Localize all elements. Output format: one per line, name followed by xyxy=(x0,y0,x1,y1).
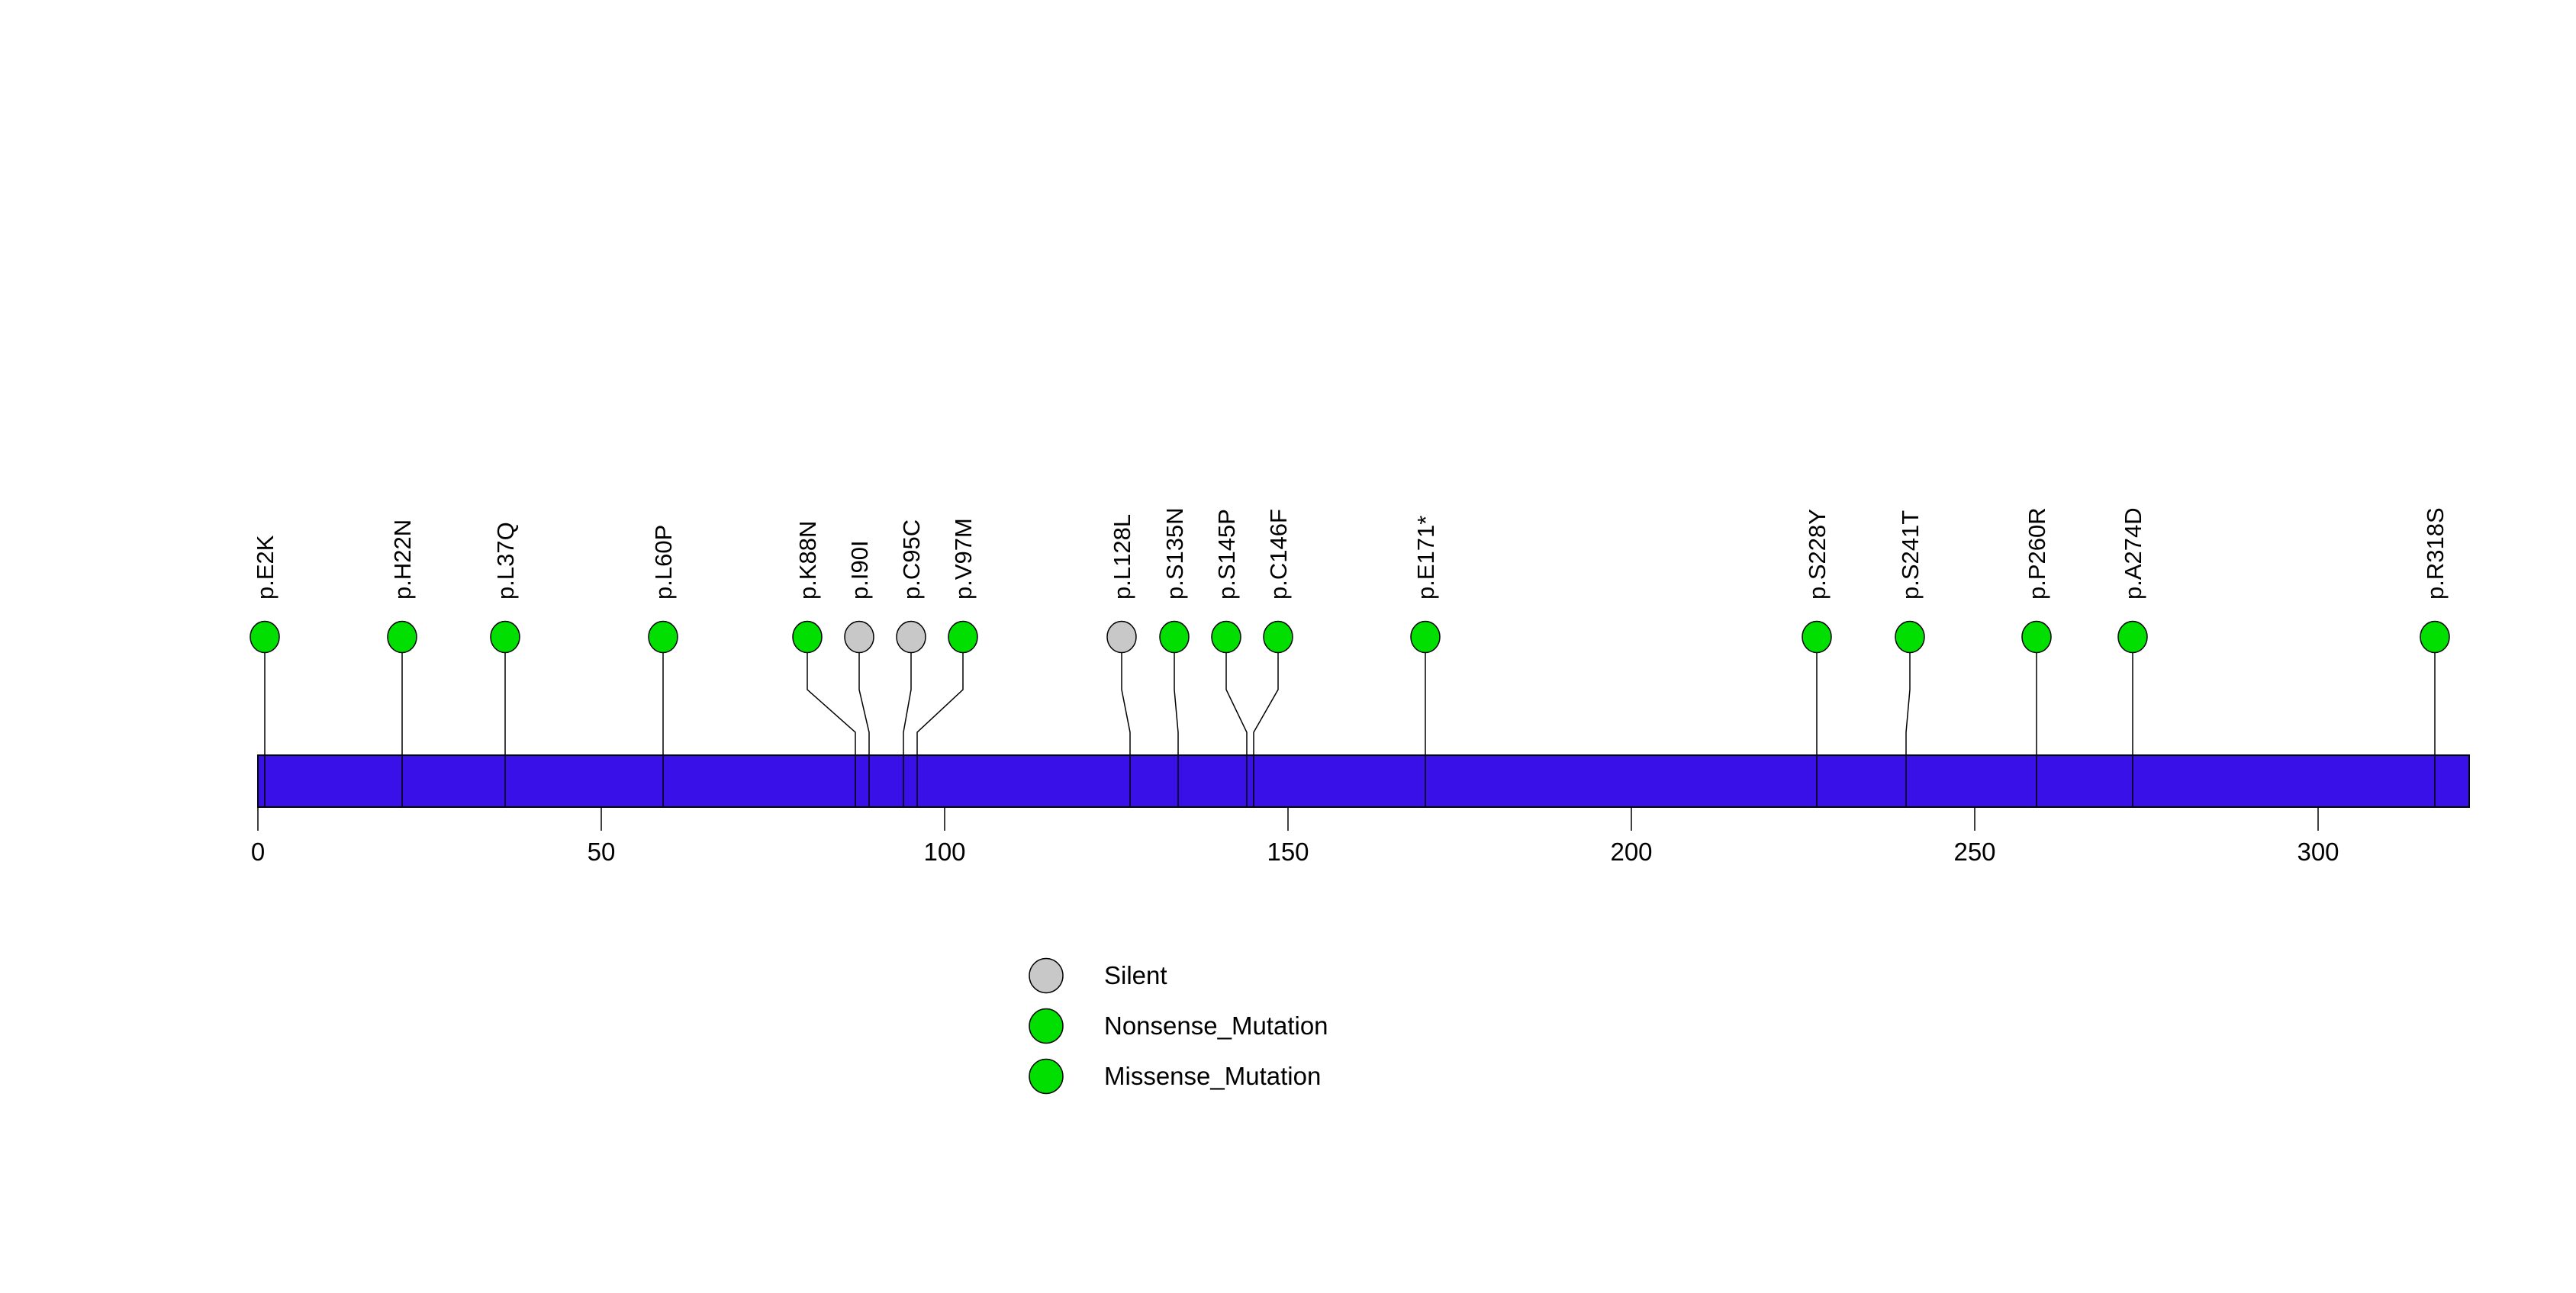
mutation-label: p.K88N xyxy=(794,521,821,600)
mutation-label: p.L128L xyxy=(1109,514,1135,600)
axis-tick-label: 0 xyxy=(251,838,265,866)
lollipop-circle xyxy=(1106,620,1137,654)
lollipop-circle xyxy=(1159,620,1190,654)
mutation-label: p.S145P xyxy=(1213,509,1240,600)
lollipop-circle xyxy=(792,620,823,654)
mutation-label: p.H22N xyxy=(389,519,416,600)
lollipop-circle xyxy=(2117,620,2148,654)
mutation-label: p.L60P xyxy=(650,525,677,600)
lollipop-circle xyxy=(648,620,678,654)
legend-swatch xyxy=(1029,1058,1064,1095)
legend-swatch xyxy=(1029,957,1064,994)
mutation-label: p.V97M xyxy=(950,518,977,600)
lollipop-circle xyxy=(250,620,280,654)
mutation-label: p.C95C xyxy=(898,519,925,600)
mutation-label: p.I90I xyxy=(846,540,873,600)
lollipop-stem xyxy=(1225,652,1248,806)
lollipop-circle xyxy=(1802,620,1832,654)
lollipop-stem xyxy=(903,652,912,806)
legend-label: Silent xyxy=(1104,961,1167,989)
lollipop-circle xyxy=(1211,620,1241,654)
lollipop-circle xyxy=(387,620,417,654)
legend-swatch xyxy=(1029,1008,1064,1044)
mutation-label: p.S228Y xyxy=(1804,509,1831,600)
axis-tick-label: 250 xyxy=(1953,838,1995,866)
lollipop-circle xyxy=(2021,620,2052,654)
axis-tick-label: 150 xyxy=(1267,838,1309,866)
mutation-label: p.P260R xyxy=(2024,507,2050,600)
lollipop-circle xyxy=(948,620,978,654)
mutation-label: p.S241T xyxy=(1897,510,1924,600)
lollipop-circle xyxy=(490,620,520,654)
lollipop-stem xyxy=(916,652,964,806)
mutation-label: p.L37Q xyxy=(492,522,519,600)
lollipop-circle xyxy=(896,620,926,654)
lollipop-stem xyxy=(858,652,870,806)
lollipop-stem xyxy=(1905,652,1911,806)
mutation-label: p.S135N xyxy=(1161,507,1188,600)
lollipop-circle xyxy=(1263,620,1293,654)
lollipop-stem xyxy=(1253,652,1279,806)
mutation-label: p.E171* xyxy=(1412,516,1439,600)
lollipop-circle xyxy=(844,620,874,654)
axis-tick-label: 100 xyxy=(923,838,965,866)
legend-label: Missense_Mutation xyxy=(1104,1062,1321,1090)
mutation-label: p.R318S xyxy=(2422,507,2449,600)
mutation-label: p.A274D xyxy=(2120,507,2146,600)
lollipop-circle xyxy=(1410,620,1441,654)
mutation-label: p.C146F xyxy=(1265,509,1292,600)
axis-tick-label: 50 xyxy=(588,838,616,866)
lollipop-stem xyxy=(1174,652,1179,806)
mutation-label: p.E2K xyxy=(252,535,279,600)
lollipop-circle xyxy=(2420,620,2450,654)
lollipop-stem xyxy=(1121,652,1131,806)
lollipop-stem xyxy=(807,652,856,806)
protein-bar xyxy=(257,754,2470,808)
legend-label: Nonsense_Mutation xyxy=(1104,1012,1328,1040)
axis-tick-label: 300 xyxy=(2297,838,2339,866)
axis-tick-label: 200 xyxy=(1610,838,1652,866)
lollipop-circle xyxy=(1895,620,1925,654)
